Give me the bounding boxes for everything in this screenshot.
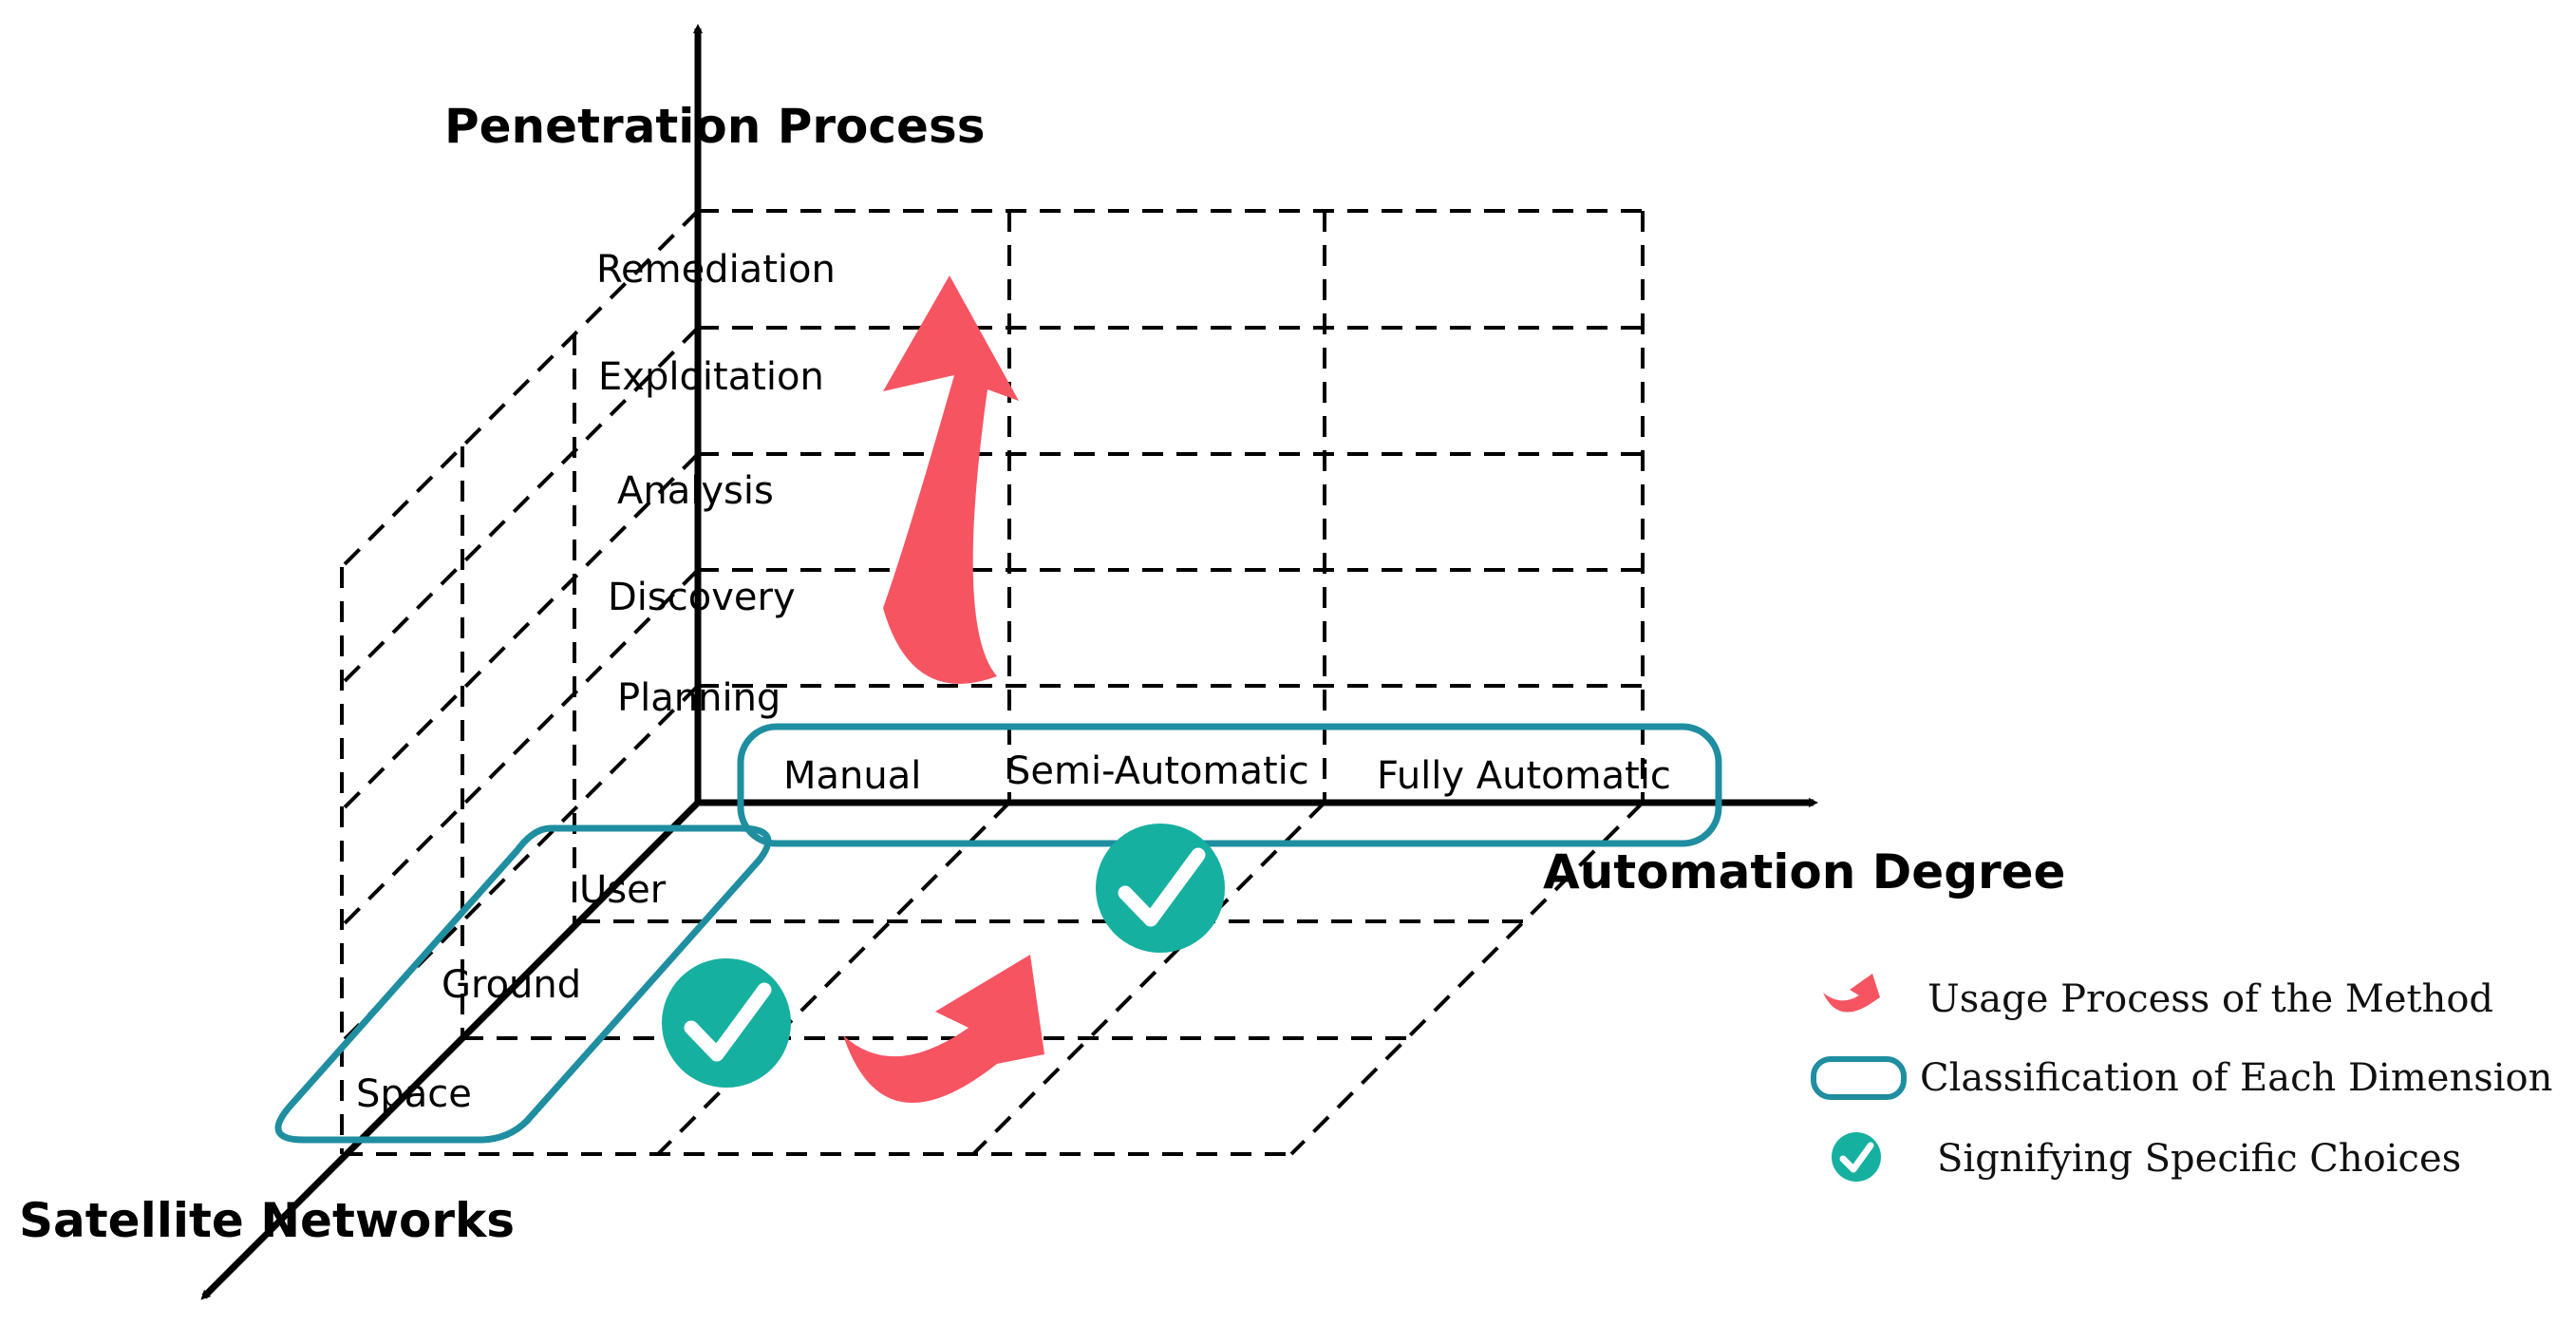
usage-arrow-curve [843,955,1044,1104]
automation-label-semi-automatic: Semi-Automatic [1006,749,1309,793]
usage-arrow-up [883,275,1019,684]
check-circle-icon [1832,1132,1881,1182]
legend-specific-choices: Signifying Specific Choices [1937,1137,2461,1181]
stage-label-planning: Planning [617,676,780,720]
axes [200,24,1818,1300]
network-label-ground: Ground [442,963,581,1007]
automation-classification-frame [737,723,1722,847]
check-circle-icon [1096,824,1225,953]
rounded-rect-icon [1811,1056,1907,1100]
legend: Usage Process of the Method Classificati… [1811,974,2552,1182]
stage-label-analysis: Analysis [617,469,774,513]
network-label-space: Space [356,1072,472,1116]
grid-back-wall [698,209,1645,803]
automation-label-fully-automatic: Fully Automatic [1377,754,1671,798]
stage-label-remediation: Remediation [596,248,836,292]
network-label-user: User [579,868,667,912]
curved-arrow-icon [1823,974,1880,1013]
classification-frames [274,723,1722,1144]
legend-usage-process: Usage Process of the Method [1927,977,2493,1021]
stage-label-discovery: Discovery [608,576,796,619]
penetration-process-title: Penetration Process [444,99,985,154]
check-circle-icon [662,958,791,1088]
automation-label-manual: Manual [783,754,921,798]
network-classification-frame [274,824,772,1144]
depth-axis [200,800,701,1300]
stage-label-exploitation: Exploitation [598,355,824,399]
grid-floor [342,801,1645,1156]
legend-classification: Classification of Each Dimension [1920,1056,2552,1100]
satellite-networks-title: Satellite Networks [19,1193,515,1248]
automation-degree-title: Automation Degree [1543,844,2065,900]
